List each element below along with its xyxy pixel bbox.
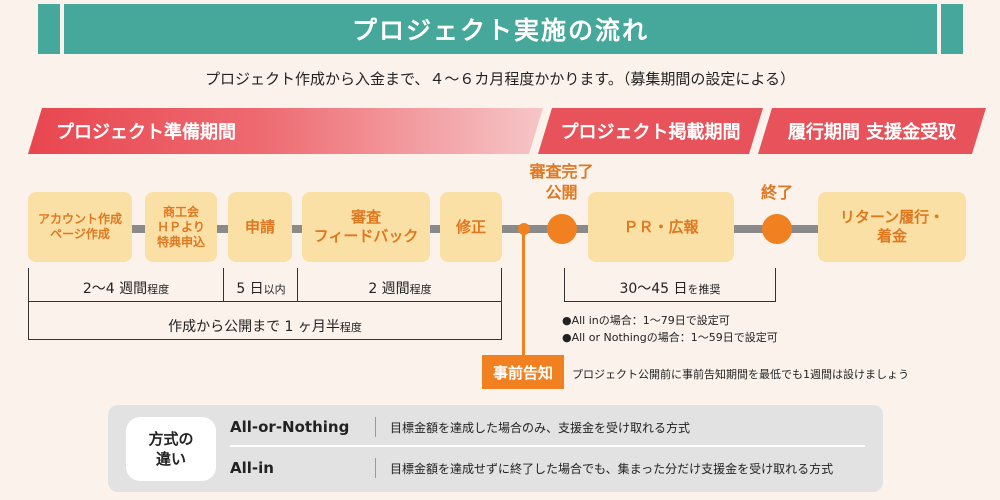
advance-notice-tag: 事前告知: [482, 355, 564, 389]
mode-name: All-in: [230, 459, 274, 477]
comparison-row-all-or-nothing: All-or-Nothing 目標金額を達成した場合のみ、支援金を受け取れる方式: [230, 409, 865, 447]
duration-review: 2 週間程度: [298, 278, 502, 298]
step-review-feedback: 審査 フィードバック: [302, 192, 430, 262]
comparison-row-all-in: All-in 目標金額を達成せずに終了した場合でも、集まった分だけ支援金を受け取…: [230, 449, 865, 487]
duration-suffix: 程度: [147, 283, 170, 296]
bracket-listing: [564, 268, 776, 302]
bracket-creation: [28, 268, 224, 302]
mode-description: 目標金額を達成せずに終了した場合でも、集まった分だけ支援金を受け取れる方式: [390, 461, 834, 476]
step-return-fulfillment: リターン履行・ 着金: [818, 192, 966, 262]
step-account-creation: アカウント作成 ページ作成: [28, 192, 132, 262]
duration-creation: 2～4 週間程度: [28, 278, 224, 298]
advance-notice-line: [522, 233, 525, 355]
duration-listing: 30～45 日を推奨: [564, 278, 776, 298]
phase-preparation: プロジェクト準備期間: [28, 108, 543, 154]
step-pr: ＰＲ・広報: [588, 192, 734, 262]
row-separator: [375, 417, 376, 437]
duration-suffix: 程度: [409, 283, 432, 296]
step-apply: 申請: [228, 192, 292, 262]
duration-suffix: を推奨: [687, 283, 721, 296]
step-label: ＰＲ・広報: [623, 217, 699, 236]
comparison-badge: 方式の 違い: [126, 417, 216, 481]
end-milestone-circle: [762, 214, 792, 244]
step-label: 修正: [455, 217, 486, 236]
mode-name: All-or-Nothing: [230, 418, 350, 436]
note-all-in: ●All inの場合：1～79日で設定可: [562, 314, 730, 327]
duration-suffix: 程度: [339, 321, 362, 334]
publish-milestone-label: 審査完了 公開: [529, 162, 594, 202]
title-left-cap: [38, 4, 60, 54]
duration-suffix: 以内: [263, 283, 286, 296]
duration-total: 作成から公開まで 1 ヶ月半程度: [28, 316, 502, 336]
step-label: 申請: [244, 217, 275, 236]
comparison-panel: 方式の 違い All-or-Nothing 目標金額を達成した場合のみ、支援金を…: [108, 405, 883, 492]
phase-listing: プロジェクト掲載期間: [538, 108, 763, 154]
publish-milestone-circle: [547, 214, 577, 244]
bracket-total: [28, 300, 502, 340]
step-chamber-application: 商工会 ＨＰより 特典申込: [145, 192, 217, 262]
duration-apply: 5 日以内: [224, 278, 298, 298]
step-label: リターン履行・ 着金: [839, 208, 945, 245]
step-label: 商工会 ＨＰより 特典申込: [156, 204, 205, 249]
bracket-review: [298, 268, 502, 302]
end-milestone-label: 終了: [760, 183, 793, 202]
duration-value: 30～45 日: [619, 281, 688, 297]
step-label: 審査 フィードバック: [313, 208, 419, 245]
duration-value: 5 日: [236, 281, 264, 297]
duration-value: 2 週間: [368, 281, 410, 297]
timeline-bar: [55, 225, 955, 233]
mode-description: 目標金額を達成した場合のみ、支援金を受け取れる方式: [390, 420, 691, 435]
title-right-cap: [941, 4, 963, 54]
advance-notice-dot: [518, 223, 530, 235]
note-all-or-nothing: ●All or Nothingの場合：1～59日で設定可: [562, 331, 778, 344]
subtitle: プロジェクト作成から入金まで、４～６カ月程度かかります。（募集期間の設定による）: [205, 70, 795, 88]
row-separator: [375, 458, 376, 478]
page-title: プロジェクト実施の流れ: [64, 4, 937, 54]
duration-value: 2～4 週間: [82, 281, 148, 297]
phase-fulfillment: 履行期間 支援金受取: [758, 108, 986, 154]
title-banner: プロジェクト実施の流れ: [38, 4, 963, 54]
step-revise: 修正: [440, 192, 502, 262]
duration-value: 作成から公開まで 1 ヶ月半: [168, 319, 340, 335]
advance-notice-text: プロジェクト公開前に事前告知期間を最低でも1週間は設けましょう: [572, 368, 909, 381]
step-label: アカウント作成 ページ作成: [37, 212, 122, 241]
bracket-apply: [224, 268, 298, 302]
